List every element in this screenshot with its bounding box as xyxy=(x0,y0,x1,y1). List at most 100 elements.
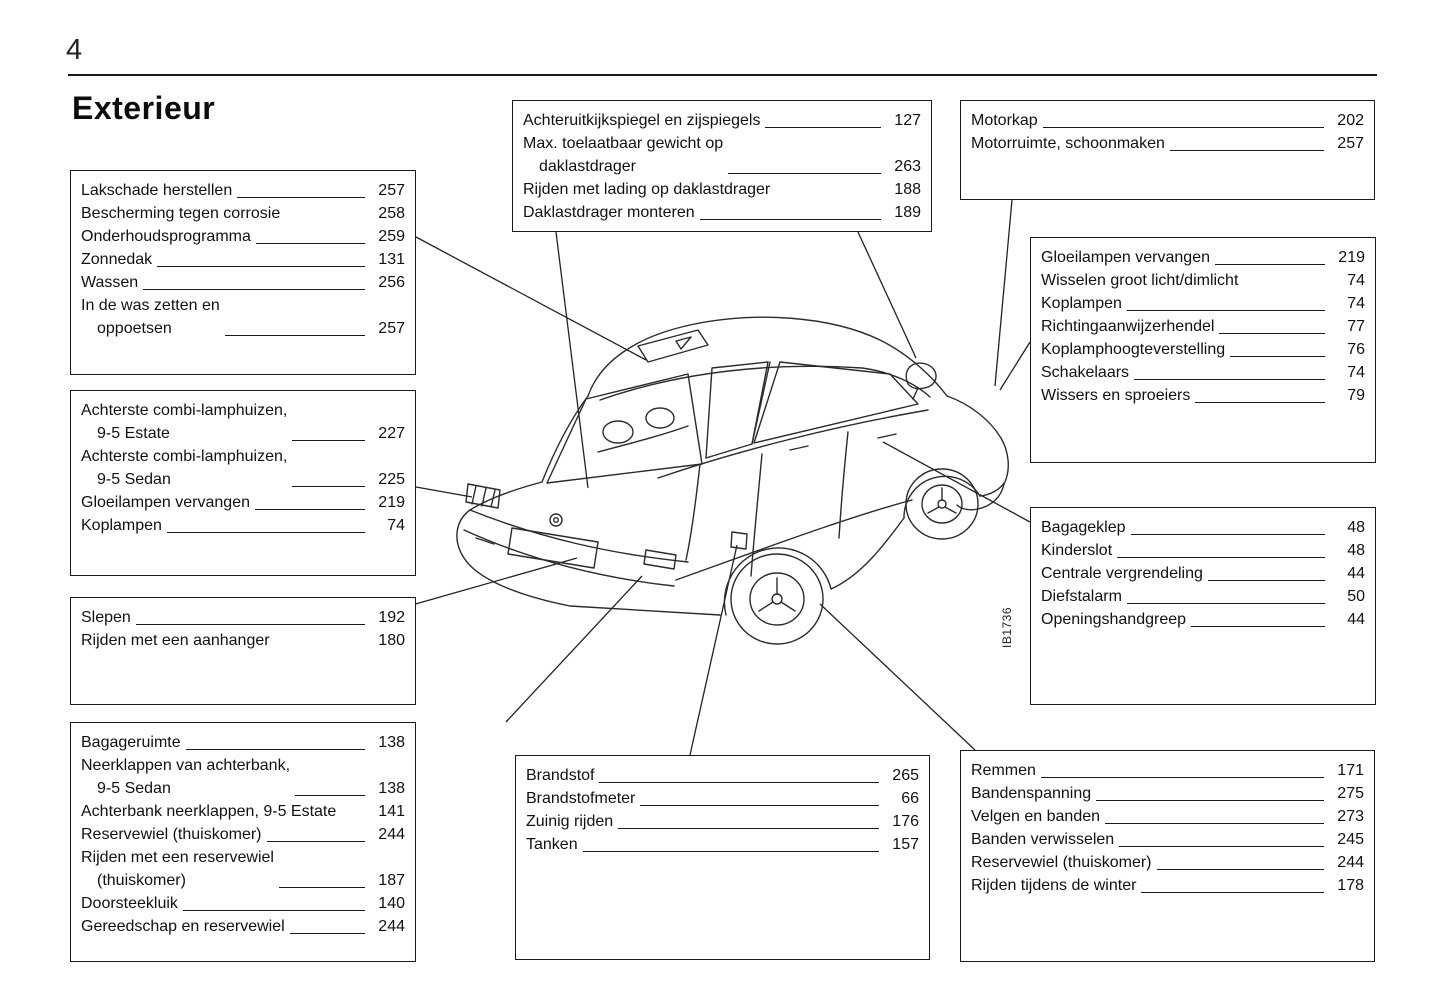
rear-wheel-rim xyxy=(749,572,805,626)
car-illustration xyxy=(450,292,1020,682)
entry-page-number: 219 xyxy=(1338,249,1365,266)
entry-leader-line xyxy=(1134,379,1325,380)
entry-leader-line xyxy=(1169,150,1324,151)
entry-leader-line xyxy=(266,841,365,842)
entry-label: Schakelaars xyxy=(1041,364,1130,381)
entry-page-number: 192 xyxy=(378,609,405,626)
entry-page-number: 244 xyxy=(1337,854,1364,871)
entry-page-number: 219 xyxy=(378,494,405,511)
entry-page-number: 245 xyxy=(1337,831,1364,848)
entry-label: Bandenspanning xyxy=(971,785,1092,802)
entry-label: Wisselen groot licht/dimlicht xyxy=(1041,272,1239,289)
b-pillar xyxy=(751,361,771,445)
index-entry: Gloeilampen vervangen 219 xyxy=(1041,246,1365,269)
entry-page-number: 140 xyxy=(378,895,405,912)
entry-label: Bagageruimte xyxy=(81,734,181,751)
callout-line xyxy=(999,341,1031,391)
entry-label: Daklastdrager monteren xyxy=(523,204,695,221)
index-entry: Wisselen groot licht/dimlicht 74 xyxy=(1041,269,1365,292)
sunroof-deflector-arrow xyxy=(675,336,692,350)
trunk-edge xyxy=(469,509,689,563)
entry-label: Gereedschap en reservewiel xyxy=(81,918,285,935)
entry-label: Brandstofmeter xyxy=(526,790,636,807)
entry-page-number: 265 xyxy=(892,767,919,784)
entry-leader-line xyxy=(765,127,881,128)
entry-label: Koplampen xyxy=(1041,295,1122,312)
entry-page-number: 127 xyxy=(894,112,921,129)
entry-label: Bescherming tegen corrosie xyxy=(81,205,281,222)
entry-label: Achterste combi-lamphuizen, 9-5 Sedan xyxy=(81,448,288,488)
entry-label: Slepen xyxy=(81,609,131,626)
entry-page-number: 74 xyxy=(387,517,405,534)
entry-label: Gloeilampen vervangen xyxy=(1041,249,1210,266)
sill-line xyxy=(830,517,905,590)
rear-wheel-spokes xyxy=(758,577,796,612)
rear-seat-line xyxy=(597,425,689,453)
headrest xyxy=(645,407,675,429)
index-entry: Lakschade herstellen 257 xyxy=(81,179,405,202)
entry-label: Motorruimte, schoonmaken xyxy=(971,135,1165,152)
entry-leader-line xyxy=(599,782,879,783)
front-wheel xyxy=(905,468,979,540)
entry-leader-line xyxy=(1040,777,1324,778)
entry-leader-line xyxy=(1156,869,1324,870)
entry-page-number: 50 xyxy=(1347,588,1365,605)
entry-page-number: 77 xyxy=(1347,318,1365,335)
entry-label: Onderhoudsprogramma xyxy=(81,228,251,245)
entry-label: Diefstalarm xyxy=(1041,588,1122,605)
license-plate xyxy=(507,527,599,569)
bumper-reflector xyxy=(475,537,495,545)
entry-page-number: 48 xyxy=(1347,542,1365,559)
entry-leader-line xyxy=(224,335,365,336)
entry-leader-line xyxy=(157,266,365,267)
front-wheel-rim xyxy=(921,484,963,524)
callout-line xyxy=(994,199,1013,387)
entry-page-number: 263 xyxy=(894,158,921,175)
index-entry: Rijden met een reservewiel (thuiskomer)1… xyxy=(81,846,405,892)
entry-page-number: 74 xyxy=(1347,272,1365,289)
callout-line xyxy=(882,441,1031,523)
page-number: 4 xyxy=(66,34,83,66)
saab-badge-center xyxy=(552,516,559,523)
side-moulding xyxy=(675,499,913,581)
entry-label: Rijden tijdens de winter xyxy=(971,877,1137,894)
saab-badge xyxy=(549,513,563,527)
entry-page-number: 44 xyxy=(1347,611,1365,628)
entry-label: Brandstof xyxy=(526,767,595,784)
entry-leader-line xyxy=(1207,580,1325,581)
entry-page-number: 257 xyxy=(378,182,405,199)
entry-label: Tanken xyxy=(526,836,578,853)
entry-page-number: 187 xyxy=(378,872,405,889)
entry-page-number: 171 xyxy=(1337,762,1364,779)
entry-page-number: 256 xyxy=(378,274,405,291)
entry-label: Lakschade herstellen xyxy=(81,182,233,199)
index-entry: Max. toelaatbaar gewicht op daklastdrage… xyxy=(523,132,921,178)
rear-door-seam xyxy=(750,453,763,577)
front-wheel-spokes xyxy=(927,487,957,514)
entry-leader-line xyxy=(292,486,365,487)
top-rule xyxy=(68,74,1377,76)
entry-label: Openingshandgreep xyxy=(1041,611,1187,628)
